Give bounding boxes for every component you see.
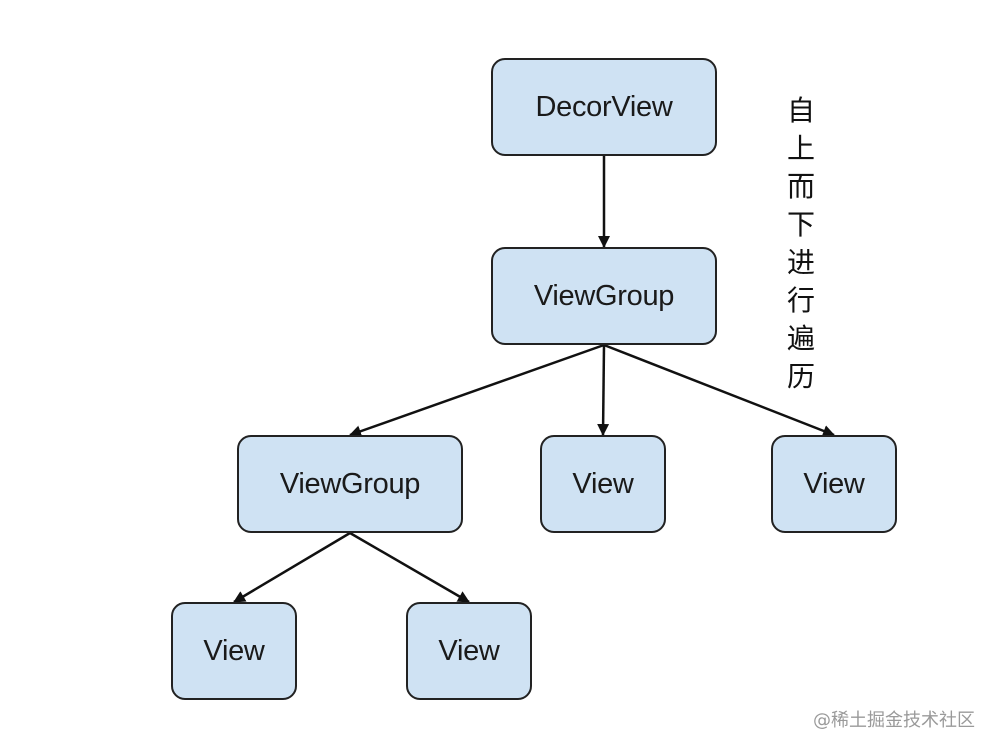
side-note-char: 上 (786, 132, 815, 165)
edge-arrow-view_group_child-to-view_bottom_right (349, 531, 470, 604)
view-node-middle: View (540, 435, 666, 533)
side-note-char: 自 (786, 94, 815, 127)
side-note-char: 进 (786, 246, 815, 279)
side-note-char: 行 (786, 284, 815, 317)
view-node-right: View (771, 435, 897, 533)
view-group-node-top: ViewGroup (491, 247, 717, 345)
side-note-char: 历 (786, 360, 815, 393)
edge-arrow-view_group_top-to-view_mid (597, 344, 610, 436)
watermark-text: @稀土掘金技术社区 (813, 710, 975, 731)
edge-arrow-view_group_top-to-view_right (603, 343, 835, 437)
view-node-bottom-right: View (406, 602, 532, 700)
side-note-char: 下 (786, 208, 815, 241)
view-node-bottom-left: View (171, 602, 297, 700)
edge-arrow-view_group_child-to-view_bottom_left (233, 531, 351, 604)
traversal-direction-note: 自上而下进行遍历 (783, 92, 819, 396)
decor-view-node: DecorView (491, 58, 717, 156)
side-note-char: 而 (786, 170, 815, 203)
side-note-char: 遍 (786, 322, 815, 355)
edge-arrow-view_group_top-to-view_group_child (349, 343, 605, 437)
view-group-node-child: ViewGroup (237, 435, 463, 533)
